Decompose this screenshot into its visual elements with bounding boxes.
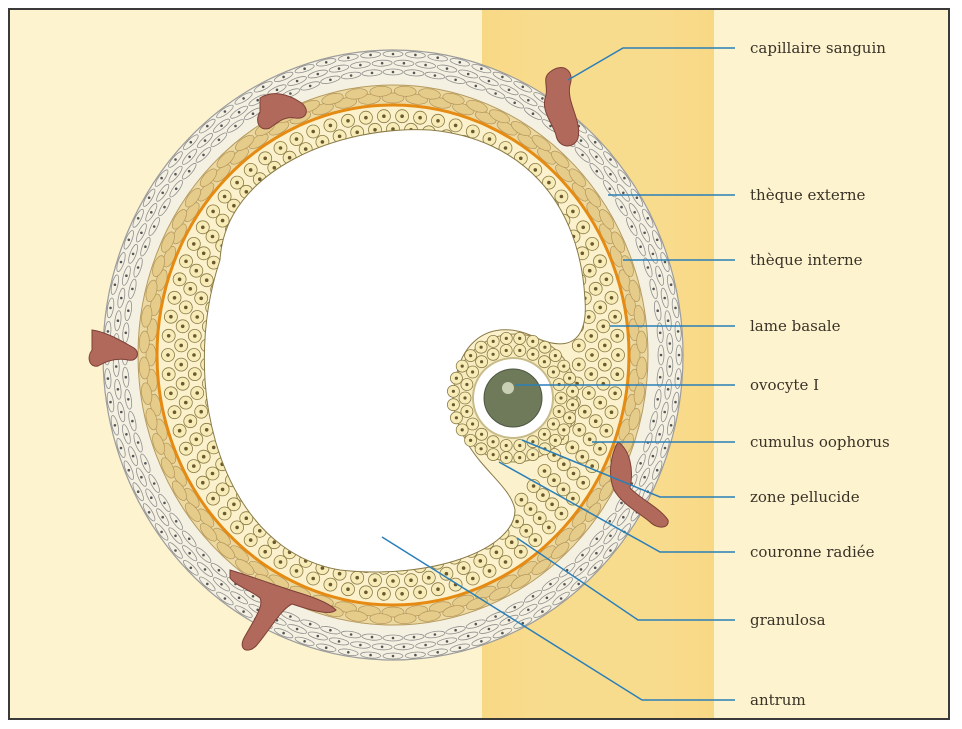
oocyte [484,369,542,427]
label-couronne-radiee: couronne radiée [750,543,875,561]
label-theque-externe: thèque externe [750,186,866,204]
label-group: capillaire sanguin thèque externe thèque… [750,39,890,709]
label-theque-interne: thèque interne [750,251,863,269]
label-lame-basale: lame basale [750,317,841,335]
follicle-diagram: capillaire sanguin thèque externe thèque… [10,10,950,720]
oocyte-nucleus [502,382,514,394]
label-zone-pellucide: zone pellucide [750,488,860,506]
label-antrum: antrum [750,691,806,709]
label-granulosa: granulosa [750,611,826,629]
label-cumulus-oophorus: cumulus oophorus [750,433,890,451]
label-capillaire-sanguin: capillaire sanguin [750,39,886,57]
label-ovocyte: ovocyte I [750,376,819,394]
diagram-frame: capillaire sanguin thèque externe thèque… [8,8,950,720]
